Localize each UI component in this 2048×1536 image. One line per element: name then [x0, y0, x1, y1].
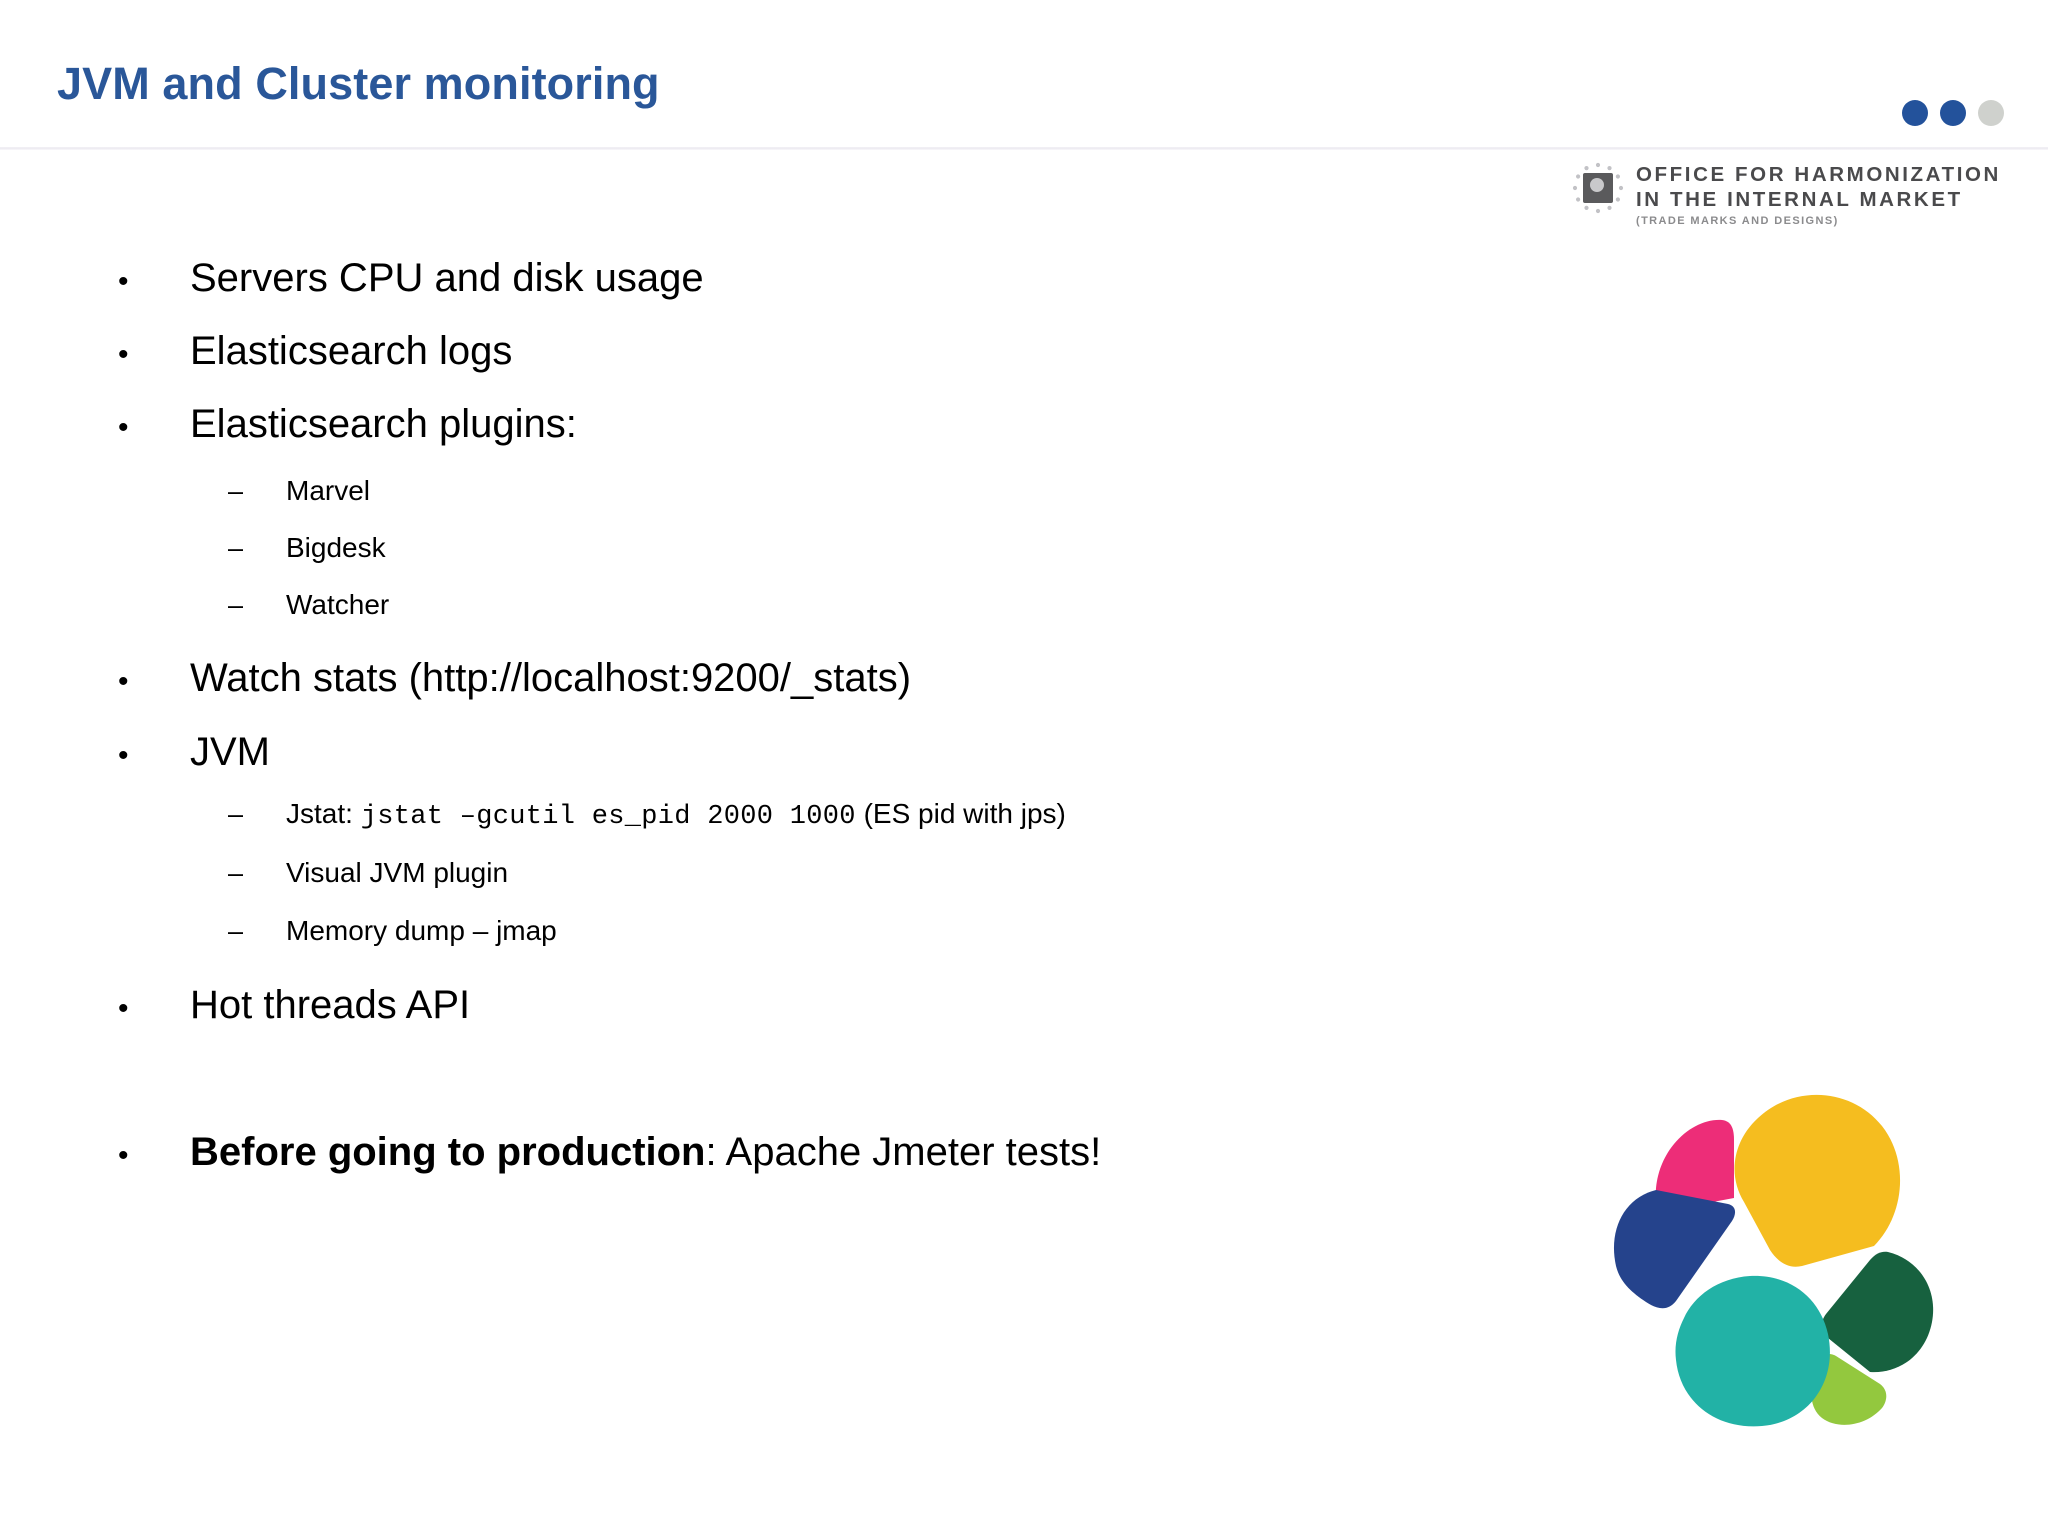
- ohim-line-2: IN THE INTERNAL MARKET: [1636, 188, 1963, 211]
- bullet-text: Visual JVM plugin: [286, 857, 509, 888]
- jstat-label: Jstat:: [286, 798, 361, 829]
- ohim-logo-text: OFFICE FOR HARMONIZATION IN THE INTERNAL…: [1636, 160, 2001, 227]
- bullet-text-production: Before going to production: Apache Jmete…: [190, 1131, 1101, 1173]
- list-item: • JVM: [118, 731, 270, 773]
- production-rest: : Apache Jmeter tests!: [705, 1130, 1102, 1174]
- production-emphasis: Before going to production: [190, 1130, 706, 1174]
- ohim-emblem-icon: [1570, 160, 1626, 216]
- ohim-r-mark-icon: [1583, 173, 1613, 203]
- bullet-text: Hot threads API: [190, 983, 471, 1027]
- list-item-production: • Before going to production: Apache Jme…: [118, 1131, 1101, 1173]
- list-item: – Marvel: [228, 475, 371, 506]
- ohim-line-1: OFFICE FOR HARMONIZATION: [1636, 163, 2001, 186]
- list-item: – Memory dump – jmap: [228, 915, 557, 946]
- bullet-text: Elasticsearch logs: [190, 329, 513, 373]
- bullet-marker-icon: •: [118, 1139, 129, 1172]
- dash-marker-icon: –: [228, 858, 244, 888]
- list-item: • Watch stats (http://localhost:9200/_st…: [118, 657, 911, 699]
- list-item: • Elasticsearch plugins:: [118, 403, 577, 445]
- bullet-marker-icon: •: [118, 338, 129, 371]
- list-item: • Elasticsearch logs: [118, 330, 512, 372]
- bullet-text: Memory dump – jmap: [286, 915, 557, 946]
- list-item: – Visual JVM plugin: [228, 857, 509, 888]
- bullet-text: Bigdesk: [286, 532, 386, 563]
- list-item: • Servers CPU and disk usage: [118, 257, 704, 299]
- dash-marker-icon: –: [228, 533, 244, 563]
- header-dots-group: [1902, 100, 2004, 126]
- page-title: JVM and Cluster monitoring: [57, 58, 660, 109]
- slide-header: JVM and Cluster monitoring: [0, 0, 2048, 150]
- slide-body: • Servers CPU and disk usage • Elasticse…: [0, 149, 2048, 1536]
- bullet-text: Marvel: [286, 475, 371, 506]
- dash-marker-icon: –: [228, 590, 244, 620]
- jstat-suffix: (ES pid with jps): [855, 798, 1066, 829]
- list-item: – Watcher: [228, 589, 390, 620]
- bullet-marker-icon: •: [118, 739, 129, 772]
- dash-marker-icon: –: [228, 916, 244, 946]
- bullet-text: Watcher: [286, 589, 390, 620]
- dash-marker-icon: –: [228, 799, 244, 829]
- header-dot-1-icon: [1902, 100, 1928, 126]
- bullet-marker-icon: •: [118, 992, 129, 1025]
- elasticsearch-logo-icon: [1598, 1070, 1938, 1430]
- bullet-text-jstat: Jstat: jstat –gcutil es_pid 2000 1000 (E…: [286, 799, 1066, 831]
- bullet-text: JVM: [190, 730, 270, 774]
- jstat-command: jstat –gcutil es_pid 2000 1000: [360, 802, 856, 832]
- header-dot-3-icon: [1978, 100, 2004, 126]
- bullet-text: Watch stats (http://localhost:9200/_stat…: [190, 656, 912, 700]
- ohim-line-3: (TRADE MARKS AND DESIGNS): [1636, 215, 1839, 227]
- list-item: • Hot threads API: [118, 984, 470, 1026]
- bullet-marker-icon: •: [118, 665, 129, 698]
- bullet-text: Servers CPU and disk usage: [190, 256, 704, 300]
- ohim-logo: OFFICE FOR HARMONIZATION IN THE INTERNAL…: [1570, 160, 2001, 227]
- bullet-marker-icon: •: [118, 411, 129, 444]
- list-item: – Bigdesk: [228, 532, 386, 563]
- list-item-jstat: – Jstat: jstat –gcutil es_pid 2000 1000 …: [228, 799, 1066, 831]
- header-divider: [0, 147, 2048, 150]
- header-dot-2-icon: [1940, 100, 1966, 126]
- bullet-text: Elasticsearch plugins:: [190, 402, 577, 446]
- dash-marker-icon: –: [228, 476, 244, 506]
- bullet-marker-icon: •: [118, 265, 129, 298]
